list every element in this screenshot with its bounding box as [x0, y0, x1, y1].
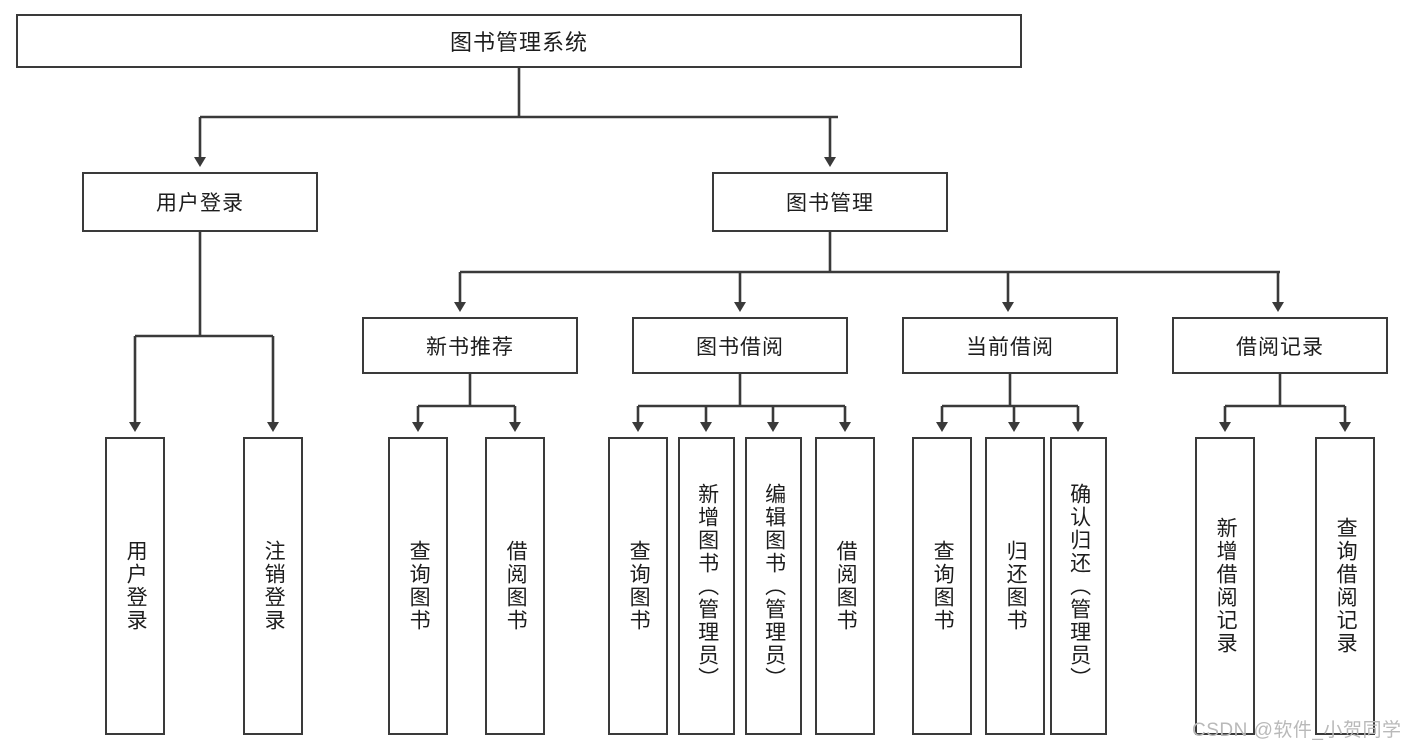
- node-leaf-query-book-1[interactable]: 查询图书: [388, 437, 448, 735]
- node-leaf-add-borrow-record[interactable]: 新增借阅记录: [1195, 437, 1255, 735]
- node-leaf-label: 查询借阅记录: [1334, 517, 1358, 655]
- node-current-borrow-label: 当前借阅: [966, 335, 1054, 359]
- node-user-login[interactable]: 用户登录: [82, 172, 318, 232]
- node-leaf-borrow-book-1[interactable]: 借阅图书: [485, 437, 545, 735]
- node-leaf-query-borrow-record[interactable]: 查询借阅记录: [1315, 437, 1375, 735]
- node-book-borrow[interactable]: 图书借阅: [632, 317, 848, 374]
- node-leaf-label: 归还图书: [1004, 540, 1028, 632]
- node-leaf-query-book-2[interactable]: 查询图书: [608, 437, 668, 735]
- node-new-book-recommend-label: 新书推荐: [426, 335, 514, 359]
- node-leaf-label: 新增图书（管理员）: [695, 482, 719, 690]
- node-leaf-label: 借阅图书: [834, 540, 858, 632]
- node-root-label: 图书管理系统: [449, 30, 588, 55]
- node-leaf-return-book[interactable]: 归还图书: [985, 437, 1045, 735]
- node-current-borrow[interactable]: 当前借阅: [902, 317, 1118, 374]
- node-book-manage[interactable]: 图书管理: [712, 172, 948, 232]
- node-leaf-borrow-book-2[interactable]: 借阅图书: [815, 437, 875, 735]
- node-leaf-confirm-return[interactable]: 确认归还（管理员）: [1050, 437, 1107, 735]
- node-leaf-query-book-3[interactable]: 查询图书: [912, 437, 972, 735]
- node-leaf-logout-login[interactable]: 注销登录: [243, 437, 303, 735]
- node-book-borrow-label: 图书借阅: [696, 335, 784, 359]
- node-book-manage-label: 图书管理: [786, 192, 874, 215]
- node-leaf-edit-book[interactable]: 编辑图书（管理员）: [745, 437, 802, 735]
- node-borrow-record[interactable]: 借阅记录: [1172, 317, 1388, 374]
- node-user-login-label: 用户登录: [156, 192, 244, 215]
- node-leaf-label: 编辑图书（管理员）: [762, 482, 786, 690]
- node-root-system[interactable]: 图书管理系统: [16, 14, 1022, 68]
- watermark-text: CSDN @软件_小贺同学: [1192, 720, 1402, 741]
- node-leaf-label: 用户登录: [124, 540, 148, 632]
- node-leaf-user-login[interactable]: 用户登录: [105, 437, 165, 735]
- node-leaf-label: 查询图书: [407, 540, 431, 632]
- node-leaf-add-book[interactable]: 新增图书（管理员）: [678, 437, 735, 735]
- node-leaf-label: 新增借阅记录: [1214, 517, 1238, 655]
- node-leaf-label: 确认归还（管理员）: [1067, 482, 1091, 690]
- node-leaf-label: 查询图书: [627, 540, 651, 632]
- node-leaf-label: 查询图书: [931, 540, 955, 632]
- node-borrow-record-label: 借阅记录: [1236, 335, 1324, 359]
- node-new-book-recommend[interactable]: 新书推荐: [362, 317, 578, 374]
- node-leaf-label: 注销登录: [262, 540, 286, 632]
- node-leaf-label: 借阅图书: [504, 540, 528, 632]
